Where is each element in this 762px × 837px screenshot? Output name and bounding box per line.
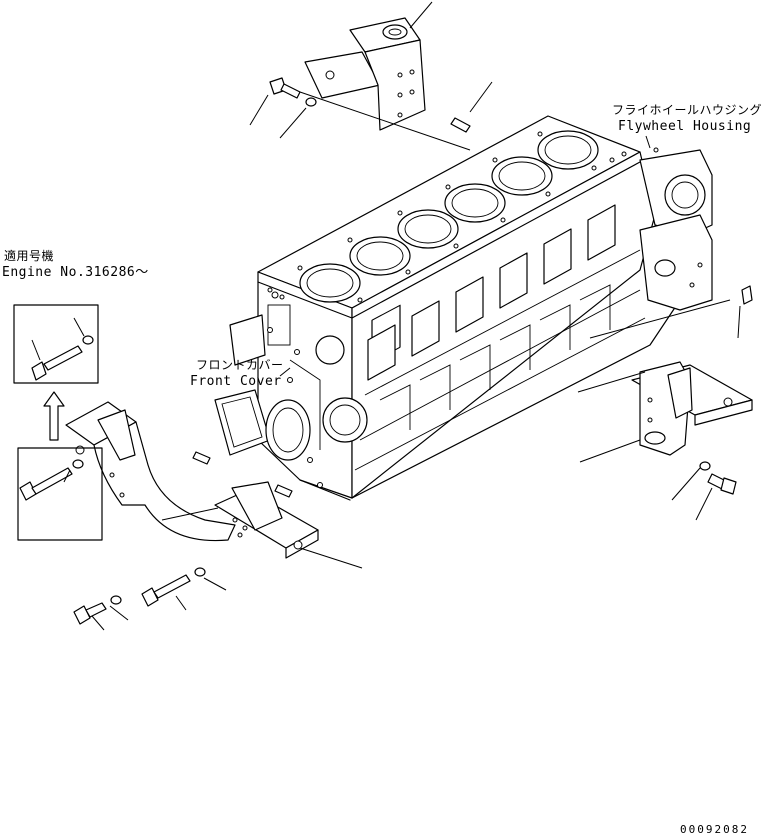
front-face-details <box>267 291 368 488</box>
dowel-pin-top <box>450 117 471 133</box>
top-bolt <box>269 77 317 107</box>
side-ribs <box>354 249 646 471</box>
cylinder-bores <box>299 130 599 303</box>
dowel-pins-front <box>192 451 293 498</box>
front-mount-plate <box>214 481 319 559</box>
applicability-inset <box>13 304 103 541</box>
leader-lines <box>31 1 741 631</box>
front-cover-parts <box>214 314 311 461</box>
flywheel-housing <box>639 147 713 311</box>
top-mount-bracket <box>304 17 426 131</box>
deck-bolt-holes <box>267 131 627 303</box>
applicability-label-jp: 適用号機 <box>4 249 55 263</box>
front-support-bracket <box>65 401 236 542</box>
drawing-number: 00092082 <box>680 823 749 836</box>
rear-mount-bracket <box>631 361 753 456</box>
flywheel-housing-label-jp: フライホイールハウジング <box>612 103 762 117</box>
front-cover-label-jp: フロントカバー <box>196 358 284 372</box>
front-bracket-bolt <box>19 459 84 501</box>
side-openings <box>367 204 616 381</box>
dowel-pin-rear <box>741 285 753 305</box>
front-cover-label-en: Front Cover <box>190 374 282 389</box>
applicability-label-en: Engine No.316286～ <box>2 265 149 280</box>
flywheel-housing-label-en: Flywheel Housing <box>618 119 752 134</box>
rear-bolt <box>699 461 737 495</box>
lower-bolts <box>73 567 206 625</box>
engine-block <box>214 115 713 501</box>
